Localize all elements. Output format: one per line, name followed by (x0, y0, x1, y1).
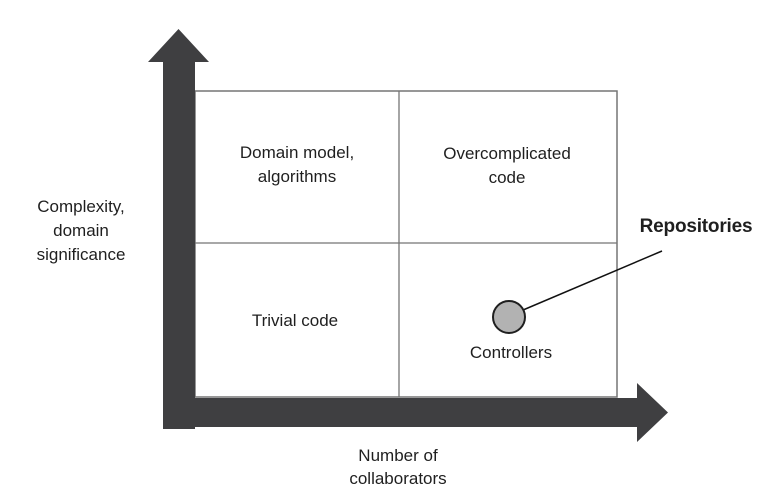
quadrant-label-trivial-code: Trivial code (251, 311, 339, 330)
quadrant-box-outline (194, 90, 618, 398)
annotation-leader-line (515, 250, 663, 314)
x-axis-label: Number of collaborators (349, 446, 447, 488)
quadrant-label-domain-model: Domain model, algorithms (239, 143, 355, 186)
quadrant-label-overcomplicated-code: Overcomplicated code (443, 144, 571, 187)
x-axis-arrow-icon (165, 383, 668, 442)
data-point-circle (492, 300, 526, 334)
y-axis-label: Complexity, domain significance (36, 197, 126, 264)
y-axis-arrow-icon (148, 29, 209, 429)
quadrant-box (194, 90, 618, 398)
repositories-annotation-label: Repositories (639, 216, 753, 237)
quadrant-label-controllers: Controllers (469, 343, 553, 362)
